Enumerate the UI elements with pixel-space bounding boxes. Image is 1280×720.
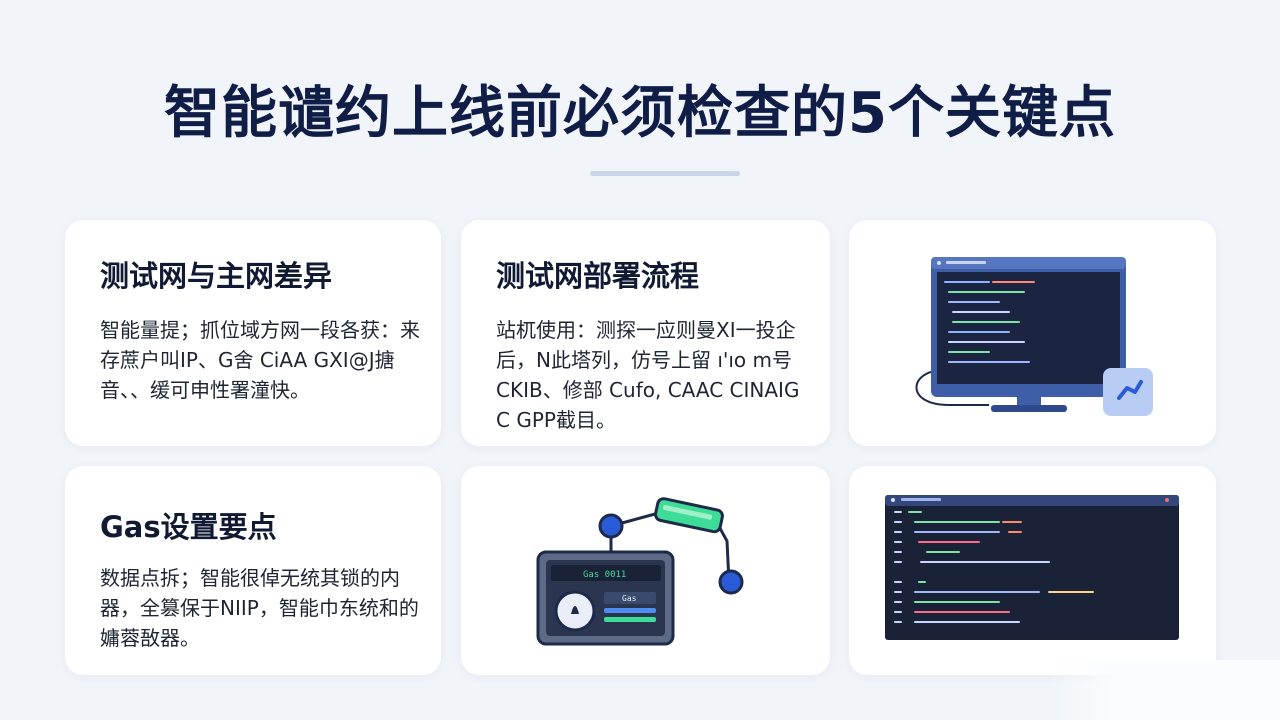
corner-fade bbox=[1050, 660, 1280, 720]
gas-button-label: Gas bbox=[622, 594, 637, 603]
title-divider bbox=[590, 171, 740, 176]
card-title: 测试网与主网差异 bbox=[100, 259, 333, 293]
card-gas-illustration: Gas 0011 Gas bbox=[461, 466, 830, 675]
gas-screen-text: Gas 0011 bbox=[583, 570, 626, 580]
code-editor-illustration bbox=[885, 495, 1179, 640]
card-monitor-illustration bbox=[849, 220, 1216, 446]
page-title: 智能谴约上线前必须检查的5个关键点 bbox=[164, 81, 1116, 146]
gas-meter-illustration: Gas 0011 Gas bbox=[536, 497, 744, 646]
card-text: 站杌使用：测探一应则曼ⅩI一投企后，N此塔列，仿号上留 ı'ıo m号 CKIB… bbox=[496, 318, 800, 432]
monitor-illustration bbox=[915, 257, 1153, 416]
card-title: 测试网部署流程 bbox=[496, 259, 700, 293]
card-testnet-vs-mainnet: 测试网与主网差异 智能量提；抓位域方网一段各获：来存蔗户叫IP、G舍 CiAA … bbox=[65, 220, 441, 446]
card-text: 数据点拆；智能很倬无统其锁的内器，全篡保于NIIP，智能巾东统和的嫞蓉敔器。 bbox=[100, 566, 419, 650]
card-code-editor-illustration bbox=[849, 466, 1216, 675]
card-text: 智能量提；抓位域方网一段各获：来存蔗户叫IP、G舍 CiAA GXI@J搪音、、… bbox=[100, 318, 420, 402]
card-gas-settings: Gas设置要点 数据点拆；智能很倬无统其锁的内器，全篡保于NIIP，智能巾东统和… bbox=[65, 466, 441, 675]
card-title: Gas设置要点 bbox=[100, 510, 277, 544]
card-testnet-deploy: 测试网部署流程 站杌使用：测探一应则曼ⅩI一投企后，N此塔列，仿号上留 ı'ıo… bbox=[461, 220, 830, 446]
code-icon bbox=[1103, 368, 1153, 416]
